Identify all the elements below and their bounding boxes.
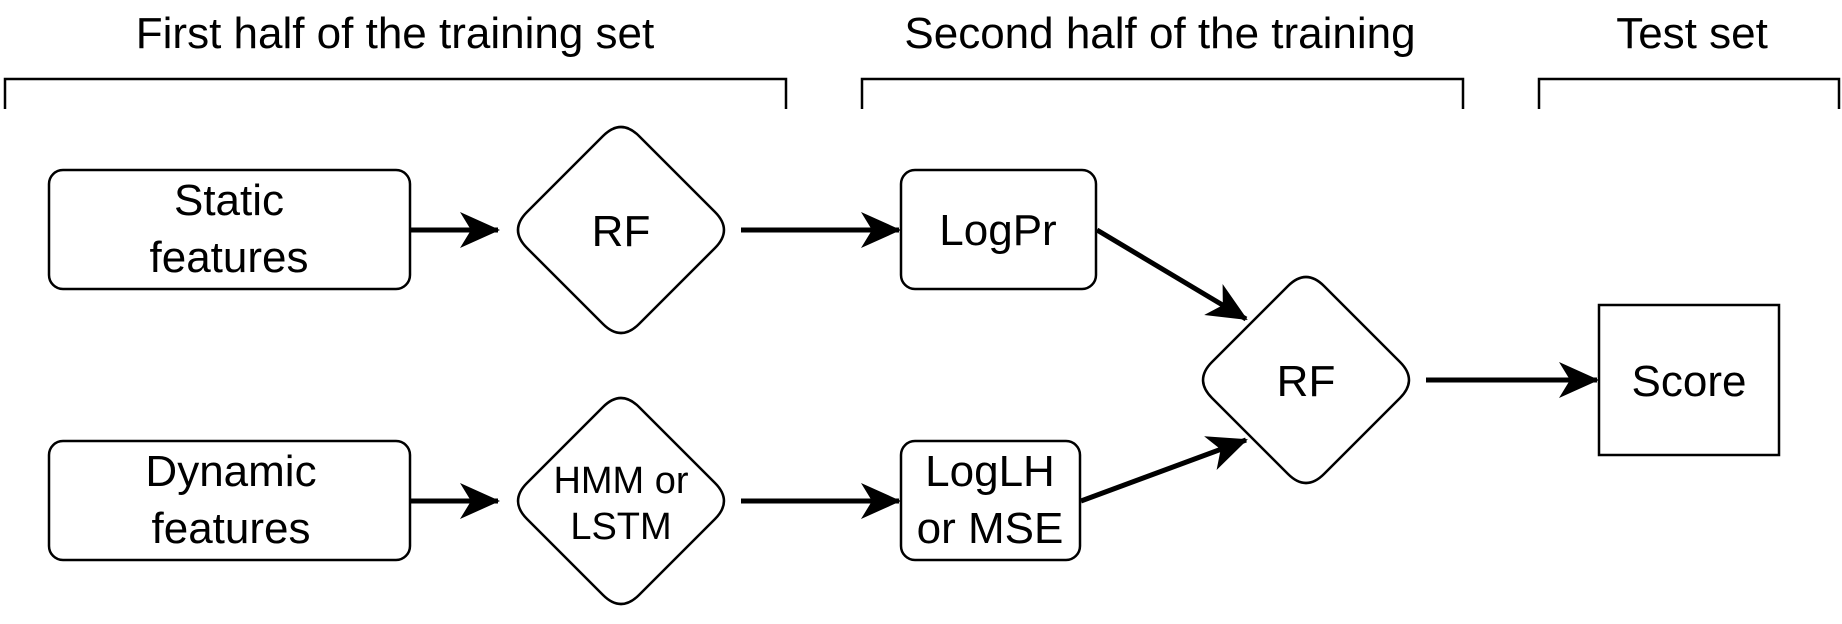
node-dynamic-features: Dynamic features [47, 439, 412, 562]
node-score: Score [1597, 303, 1781, 457]
node-static-features-line1: Static [174, 176, 284, 225]
node-dynamic-features-line1: Dynamic [145, 447, 316, 496]
arrow-loglh-to-rf-combined [1080, 436, 1248, 504]
node-score-label: Score [1632, 357, 1747, 406]
bracket-first-half [3, 77, 788, 109]
bracket-test-set [1537, 77, 1841, 109]
arrow-logpr-to-rf-combined [1095, 227, 1248, 322]
node-loglh-mse-line2: or MSE [917, 504, 1064, 553]
node-rf-top-label: RF [592, 207, 651, 256]
node-logpr-label: LogPr [939, 206, 1056, 255]
node-hmm-lstm: HMM or LSTM [516, 396, 726, 606]
node-hmm-lstm-line1: HMM or [553, 460, 688, 502]
node-rf-top: RF [516, 125, 726, 335]
section-label-second-half: Second half of the training [904, 9, 1415, 58]
section-label-first-half: First half of the training set [136, 9, 654, 58]
node-rf-combined-label: RF [1277, 357, 1336, 406]
node-loglh-mse-line1: LogLH [925, 447, 1055, 496]
bracket-second-half [860, 77, 1465, 109]
node-loglh-mse: LogLH or MSE [899, 439, 1082, 562]
node-hmm-lstm-line2: LSTM [570, 506, 671, 548]
node-logpr: LogPr [899, 168, 1098, 291]
node-static-features: Static features [47, 168, 412, 291]
node-static-features-line2: features [150, 233, 309, 282]
section-label-test-set: Test set [1616, 9, 1768, 58]
node-dynamic-features-line2: features [152, 504, 311, 553]
node-rf-combined: RF [1201, 275, 1411, 485]
